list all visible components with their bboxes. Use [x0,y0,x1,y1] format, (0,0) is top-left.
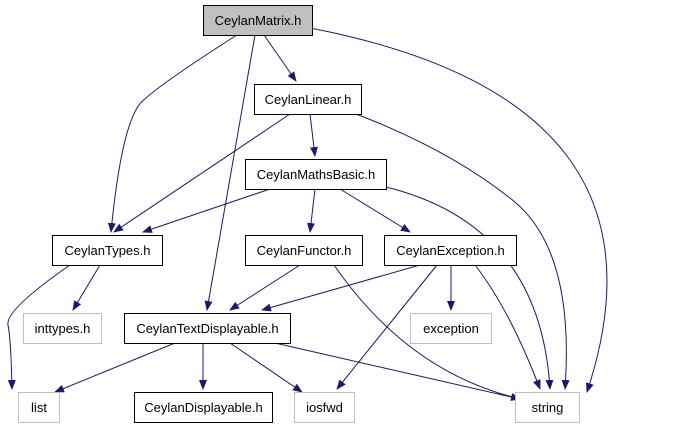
node-matrix[interactable]: CeylanMatrix.h [203,5,313,36]
node-label-functor: CeylanFunctor.h [257,243,352,258]
node-linear[interactable]: CeylanLinear.h [254,84,362,115]
node-string[interactable]: string [515,392,580,423]
node-box-stdexception [410,313,492,344]
node-box-string [515,392,580,423]
edge-exception-to-iosfwd [336,264,438,390]
node-box-textdisplayable [124,313,291,344]
node-label-stdexception: exception [423,321,479,336]
node-list[interactable]: list [18,392,60,423]
node-label-inttypes: inttypes.h [35,321,91,336]
node-displayable[interactable]: CeylanDisplayable.h [134,392,273,423]
edges-layer [7,27,608,402]
node-box-mathsbasic [245,159,387,190]
node-box-exception [384,235,517,266]
edge-textdisplayable-to-list [54,342,176,393]
node-label-mathsbasic: CeylanMathsBasic.h [257,167,376,182]
node-stdexception[interactable]: exception [410,313,492,344]
node-box-inttypes [23,313,102,344]
node-box-linear [254,84,362,115]
nodes-layer: CeylanMatrix.hCeylanLinear.hCeylanMathsB… [18,5,580,423]
node-functor[interactable]: CeylanFunctor.h [245,235,363,266]
edge-mathsbasic-to-string [385,186,554,390]
edge-mathsbasic-to-types [142,188,271,233]
node-label-types: CeylanTypes.h [65,243,151,258]
edge-matrix-to-linear [263,34,297,82]
edge-matrix-to-textdisplayable [204,34,256,311]
node-box-types [52,235,163,266]
edge-mathsbasic-to-exception [339,188,411,233]
node-box-functor [245,235,363,266]
edge-types-to-inttypes [72,264,101,311]
node-mathsbasic[interactable]: CeylanMathsBasic.h [245,159,387,190]
edge-functor-to-string [333,264,526,402]
node-types[interactable]: CeylanTypes.h [52,235,163,266]
edge-linear-to-string [355,113,570,390]
node-label-textdisplayable: CeylanTextDisplayable.h [136,321,278,336]
edge-exception-to-string [474,264,541,390]
node-label-iosfwd: iosfwd [306,400,343,415]
node-label-string: string [532,400,564,415]
node-label-displayable: CeylanDisplayable.h [144,400,263,415]
node-box-displayable [134,392,273,423]
edge-textdisplayable-to-iosfwd [229,342,303,393]
node-iosfwd[interactable]: iosfwd [294,392,355,423]
node-label-linear: CeylanLinear.h [265,92,352,107]
edge-exception-to-textdisplayable [261,264,421,312]
node-exception[interactable]: CeylanException.h [384,235,517,266]
node-label-matrix: CeylanMatrix.h [215,13,302,28]
edge-matrix-to-string [309,27,608,393]
node-box-matrix [203,5,313,36]
node-textdisplayable[interactable]: CeylanTextDisplayable.h [124,313,291,344]
edge-types-to-list [7,264,71,390]
edge-mathsbasic-to-functor [307,188,316,233]
edge-matrix-to-types [107,34,238,233]
edge-textdisplayable-to-string [274,342,521,401]
node-box-iosfwd [294,392,355,423]
edge-linear-to-types [113,113,291,233]
node-box-list [18,392,60,423]
edge-functor-to-textdisplayable [229,264,301,311]
node-label-exception: CeylanException.h [396,243,504,258]
node-inttypes[interactable]: inttypes.h [23,313,102,344]
node-label-list: list [31,400,47,415]
edge-linear-to-mathsbasic [309,113,318,157]
